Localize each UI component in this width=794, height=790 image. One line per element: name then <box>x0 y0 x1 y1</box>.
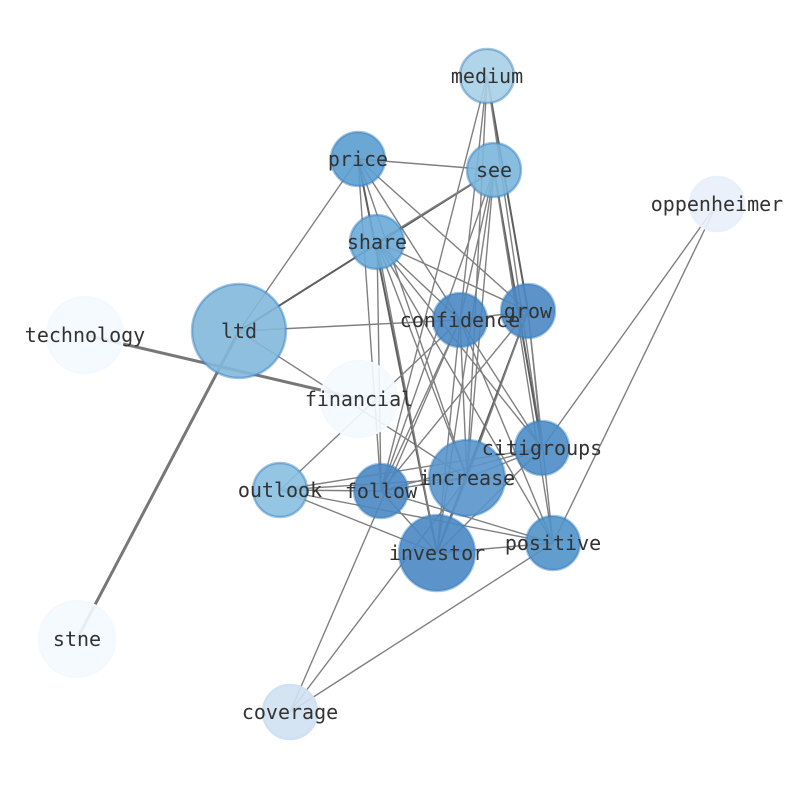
node-label-technology: technology <box>25 323 145 347</box>
node-investor <box>397 513 477 593</box>
node-oppenheimer <box>688 175 746 233</box>
edge-follow-positive <box>380 490 554 544</box>
node-see <box>465 141 523 199</box>
node-label-price: price <box>328 147 388 171</box>
edge-medium-confidence <box>459 75 488 321</box>
node-share <box>348 213 406 271</box>
edge-price-confidence <box>357 158 461 321</box>
node-outlook <box>251 461 309 519</box>
edge-citigroups-outlook <box>279 447 543 491</box>
node-label-financial: financial <box>305 387 413 411</box>
node-confidence <box>431 291 489 349</box>
edge-share-increase <box>376 241 468 479</box>
node-coverage <box>261 683 319 741</box>
edge-price-increase <box>357 158 468 479</box>
edge-confidence-investor <box>436 319 461 554</box>
node-medium <box>458 47 516 105</box>
edge-oppenheimer-positive <box>552 203 718 544</box>
edge-medium-grow <box>486 75 529 312</box>
edge-price-follow <box>357 158 382 492</box>
node-citigroups <box>513 419 571 477</box>
node-label-confidence: confidence <box>400 308 520 332</box>
node-follow <box>352 462 410 520</box>
node-stne <box>37 599 117 679</box>
node-increase <box>427 438 507 518</box>
edge-confidence-positive <box>459 319 554 544</box>
node-label-stne: stne <box>53 627 101 651</box>
edge-price-grow <box>357 158 529 312</box>
node-label-medium: medium <box>451 64 523 88</box>
node-label-see: see <box>476 158 512 182</box>
edge-see-positive <box>493 169 554 544</box>
node-financial <box>319 359 399 439</box>
edge-share-investor <box>376 241 438 554</box>
edge-medium-citigroups <box>486 75 543 449</box>
node-label-investor: investor <box>389 541 485 565</box>
edge-medium-increase <box>466 75 488 479</box>
node-ltd <box>190 282 288 380</box>
edge-ltd-stne <box>75 330 241 640</box>
node-label-oppenheimer: oppenheimer <box>651 192 783 216</box>
node-label-positive: positive <box>505 531 601 555</box>
node-positive <box>524 514 582 572</box>
node-technology <box>45 295 125 375</box>
node-price <box>329 130 387 188</box>
node-label-citigroups: citigroups <box>482 436 602 460</box>
node-label-ltd: ltd <box>221 319 257 343</box>
edge-medium-follow <box>380 75 488 492</box>
edge-outlook-positive <box>279 489 554 544</box>
node-label-follow: follow <box>345 479 418 503</box>
node-label-share: share <box>347 230 407 254</box>
edge-oppenheimer-citigroups <box>541 203 718 449</box>
edge-confidence-follow <box>380 319 461 492</box>
node-label-increase: increase <box>419 466 515 490</box>
node-label-grow: grow <box>504 299 553 323</box>
labels: medium price see oppenheimer share ltd technol… <box>25 64 783 724</box>
nodes <box>37 47 746 741</box>
edge-coverage-positive <box>289 542 554 713</box>
node-label-coverage: coverage <box>242 700 338 724</box>
edge-share-grow <box>376 241 529 312</box>
node-label-outlook: outlook <box>238 478 322 502</box>
edge-grow-follow <box>380 310 529 492</box>
edge-share-positive <box>376 241 554 544</box>
node-grow <box>499 282 557 340</box>
